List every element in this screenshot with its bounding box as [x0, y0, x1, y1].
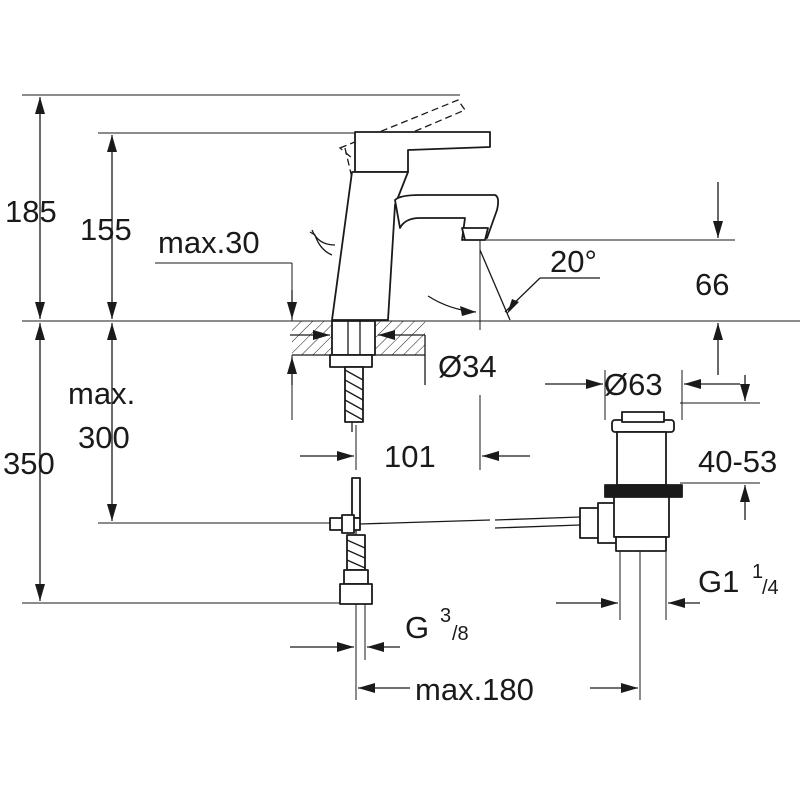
dim-350: 350 — [3, 446, 55, 481]
dim-40-53: 40-53 — [698, 444, 777, 479]
supply-thread-denominator: /8 — [452, 623, 469, 645]
dim-diameter-63: Ø63 — [604, 367, 663, 402]
waste-thread-main: G1 — [698, 564, 739, 599]
dim-101: 101 — [384, 439, 436, 474]
dim-185: 185 — [5, 194, 57, 229]
supply-thread-numerator: 3 — [440, 605, 451, 627]
waste-thread-numerator: 1 — [752, 561, 763, 583]
dim-angle-20: 20° — [550, 244, 597, 279]
dim-155: 155 — [80, 212, 132, 247]
dim-max-180: max.180 — [415, 672, 534, 707]
faucet-body — [309, 99, 500, 432]
dim-max-30: max.30 — [158, 225, 260, 260]
dim-diameter-34: Ø34 — [438, 349, 497, 384]
dim-66: 66 — [695, 267, 729, 302]
dimension-labels: 185 155 max.30 20° 66 max. 300 Ø34 101 Ø… — [3, 194, 779, 707]
waste-assembly — [494, 411, 683, 552]
extension-lines — [22, 94, 800, 700]
supply-thread-main: G — [405, 610, 429, 645]
countertop — [292, 321, 425, 356]
supply-assembly — [329, 477, 491, 605]
dim-max-label: max. — [68, 376, 135, 411]
waste-thread-label: G1 1 /4 — [698, 561, 779, 599]
waste-thread-denominator: /4 — [762, 577, 779, 599]
supply-thread-label: G 3 /8 — [405, 605, 469, 645]
dim-300: 300 — [78, 420, 130, 455]
